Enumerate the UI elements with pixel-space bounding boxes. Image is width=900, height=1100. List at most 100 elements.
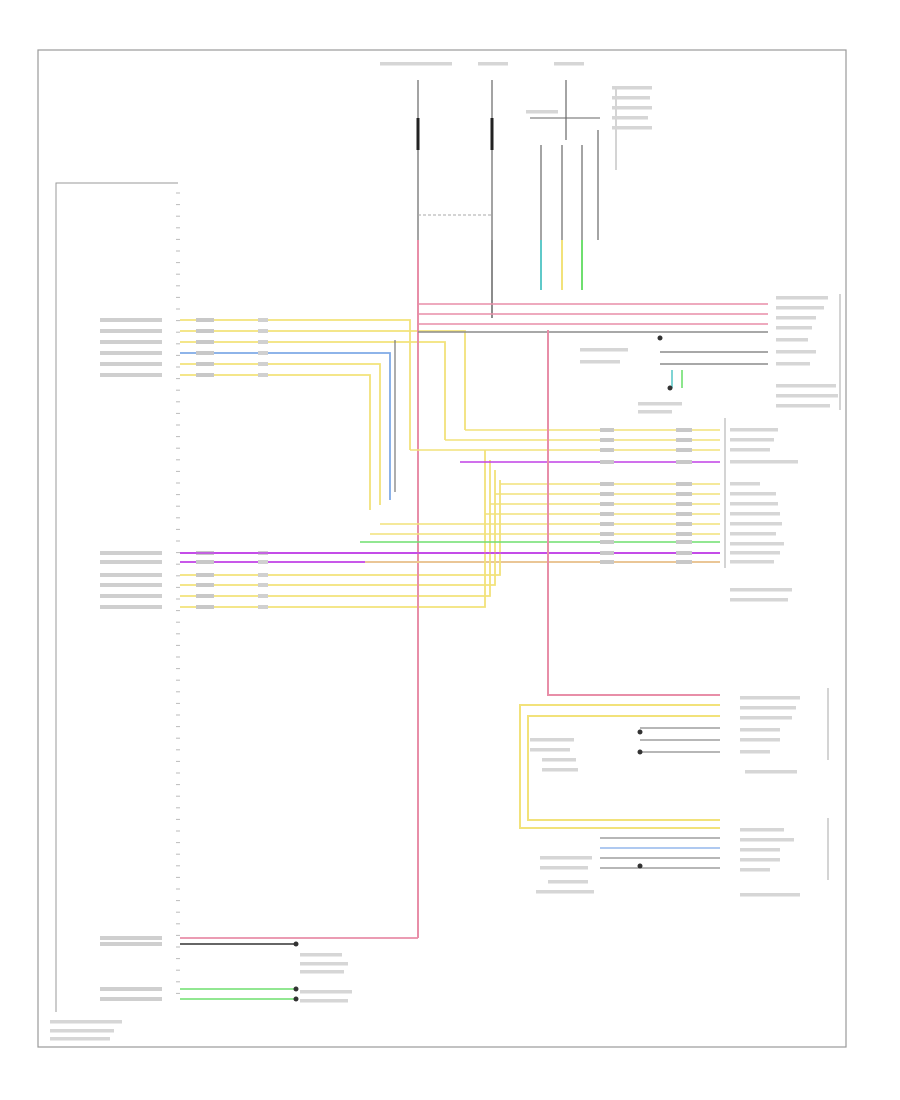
tcm-pin-label-mark xyxy=(196,351,214,355)
illegible-label-mark xyxy=(745,770,797,774)
illegible-label-mark xyxy=(730,560,774,564)
shifter-circuit-mark xyxy=(676,502,692,506)
illegible-label-mark xyxy=(612,116,648,120)
shifter-circuit-mark xyxy=(600,532,614,536)
illegible-label-mark xyxy=(300,999,348,1003)
tcm-wire xyxy=(180,352,391,500)
illegible-label-mark xyxy=(580,360,620,364)
tcm-pin-label-mark xyxy=(196,340,214,344)
ground-point-7 xyxy=(293,986,299,992)
shifter-circuit-mark xyxy=(676,448,692,452)
tcm-circuit-number-mark xyxy=(258,351,268,355)
ebcm-wire-group xyxy=(418,303,768,388)
shifter-circuit-mark xyxy=(676,482,692,486)
illegible-label-mark xyxy=(740,838,794,842)
shifter-circuit-mark xyxy=(600,492,614,496)
tcm-wire xyxy=(180,470,496,586)
tcm-circuit-label-mark xyxy=(100,573,162,577)
shifter-circuit-mark xyxy=(600,438,614,442)
yellow-loop-wire xyxy=(519,704,720,829)
tcm-circuit-label-mark xyxy=(100,583,162,587)
tcm-wire xyxy=(180,341,446,440)
tcm-pin-column xyxy=(176,192,180,994)
tcm-circuit-number-mark xyxy=(258,373,268,377)
tcm-circuit-label-mark xyxy=(100,560,162,564)
shifter-wire-group xyxy=(180,340,720,564)
tcm-pin-label-mark xyxy=(196,318,214,322)
tcm-pin-label-mark xyxy=(196,573,214,577)
tcm-circuit-label-mark xyxy=(100,997,162,1001)
shifter-circuit-mark xyxy=(676,522,692,526)
illegible-label-mark xyxy=(612,106,652,110)
illegible-label-mark xyxy=(300,970,344,974)
tcm-circuit-label-mark xyxy=(100,942,162,946)
tcm-circuit-label-mark xyxy=(100,362,162,366)
tcm-wire-group xyxy=(180,318,720,1000)
illegible-label-mark xyxy=(730,551,780,555)
tcm-circuit-label-mark xyxy=(100,987,162,991)
illegible-label-mark xyxy=(776,326,812,330)
illegible-label-mark xyxy=(730,512,780,516)
tcm-circuit-label-mark xyxy=(100,551,162,555)
illegible-label-mark xyxy=(730,448,770,452)
tcm-circuit-label-mark xyxy=(100,329,162,333)
tcm-circuit-number-mark xyxy=(258,318,268,322)
illegible-label-mark xyxy=(740,738,780,742)
illegible-label-mark xyxy=(776,362,810,366)
shifter-circuit-mark xyxy=(600,460,614,464)
illegible-label-mark xyxy=(740,716,792,720)
illegible-label-mark xyxy=(776,384,836,388)
illegible-label-mark xyxy=(740,848,780,852)
shifter-circuit-mark xyxy=(600,502,614,506)
tcm-pin-label-mark xyxy=(196,362,214,366)
tcm-wire xyxy=(180,374,371,510)
illegible-label-mark xyxy=(540,866,588,870)
illegible-label-mark xyxy=(776,338,808,342)
tcm-circuit-number-mark xyxy=(258,560,268,564)
tcm-circuit-label-mark xyxy=(100,373,162,377)
tcm-wire xyxy=(180,480,501,576)
illegible-label-mark xyxy=(638,402,682,406)
illegible-label-mark xyxy=(530,748,570,752)
shifter-circuit-mark xyxy=(600,482,614,486)
yellow-loop-wire-inner xyxy=(527,715,720,821)
illegible-label-mark xyxy=(380,62,452,66)
illegible-label-marks xyxy=(50,62,838,1041)
tcm-circuit-label-mark xyxy=(100,340,162,344)
illegible-label-mark xyxy=(740,696,800,700)
illegible-label-mark xyxy=(548,880,588,884)
illegible-label-mark xyxy=(740,750,770,754)
ground-point-6 xyxy=(293,941,299,947)
shifter-circuit-mark xyxy=(676,512,692,516)
shifter-circuit-mark xyxy=(600,522,614,526)
tcm-circuit-label-mark xyxy=(100,605,162,609)
tcm-pin-label-mark xyxy=(196,583,214,587)
shifter-circuit-mark xyxy=(600,551,614,555)
illegible-label-mark xyxy=(730,502,778,506)
shifter-circuit-mark xyxy=(676,492,692,496)
illegible-label-mark xyxy=(740,706,796,710)
module-brackets xyxy=(724,294,841,880)
illegible-label-mark xyxy=(740,858,780,862)
illegible-label-mark xyxy=(730,598,788,602)
tcm-wire xyxy=(180,330,466,430)
illegible-label-mark xyxy=(776,350,816,354)
feed-wire-red-lower xyxy=(547,330,720,696)
illegible-label-mark xyxy=(478,62,508,66)
tcm-circuit-label-mark xyxy=(100,936,162,940)
illegible-label-mark xyxy=(540,856,592,860)
illegible-label-mark xyxy=(730,542,784,546)
ground-point-8 xyxy=(293,996,299,1002)
illegible-label-mark xyxy=(730,522,782,526)
illegible-label-mark xyxy=(612,86,652,90)
illegible-label-mark xyxy=(730,428,778,432)
ground-point-2 xyxy=(667,385,673,391)
ground-point-4 xyxy=(637,749,643,755)
tcm-circuit-number-mark xyxy=(258,340,268,344)
illegible-label-mark xyxy=(554,62,584,66)
shifter-circuit-mark xyxy=(676,540,692,544)
shifter-circuit-mark xyxy=(600,560,614,564)
shifter-circuit-mark xyxy=(676,560,692,564)
shifter-circuit-mark xyxy=(676,460,692,464)
